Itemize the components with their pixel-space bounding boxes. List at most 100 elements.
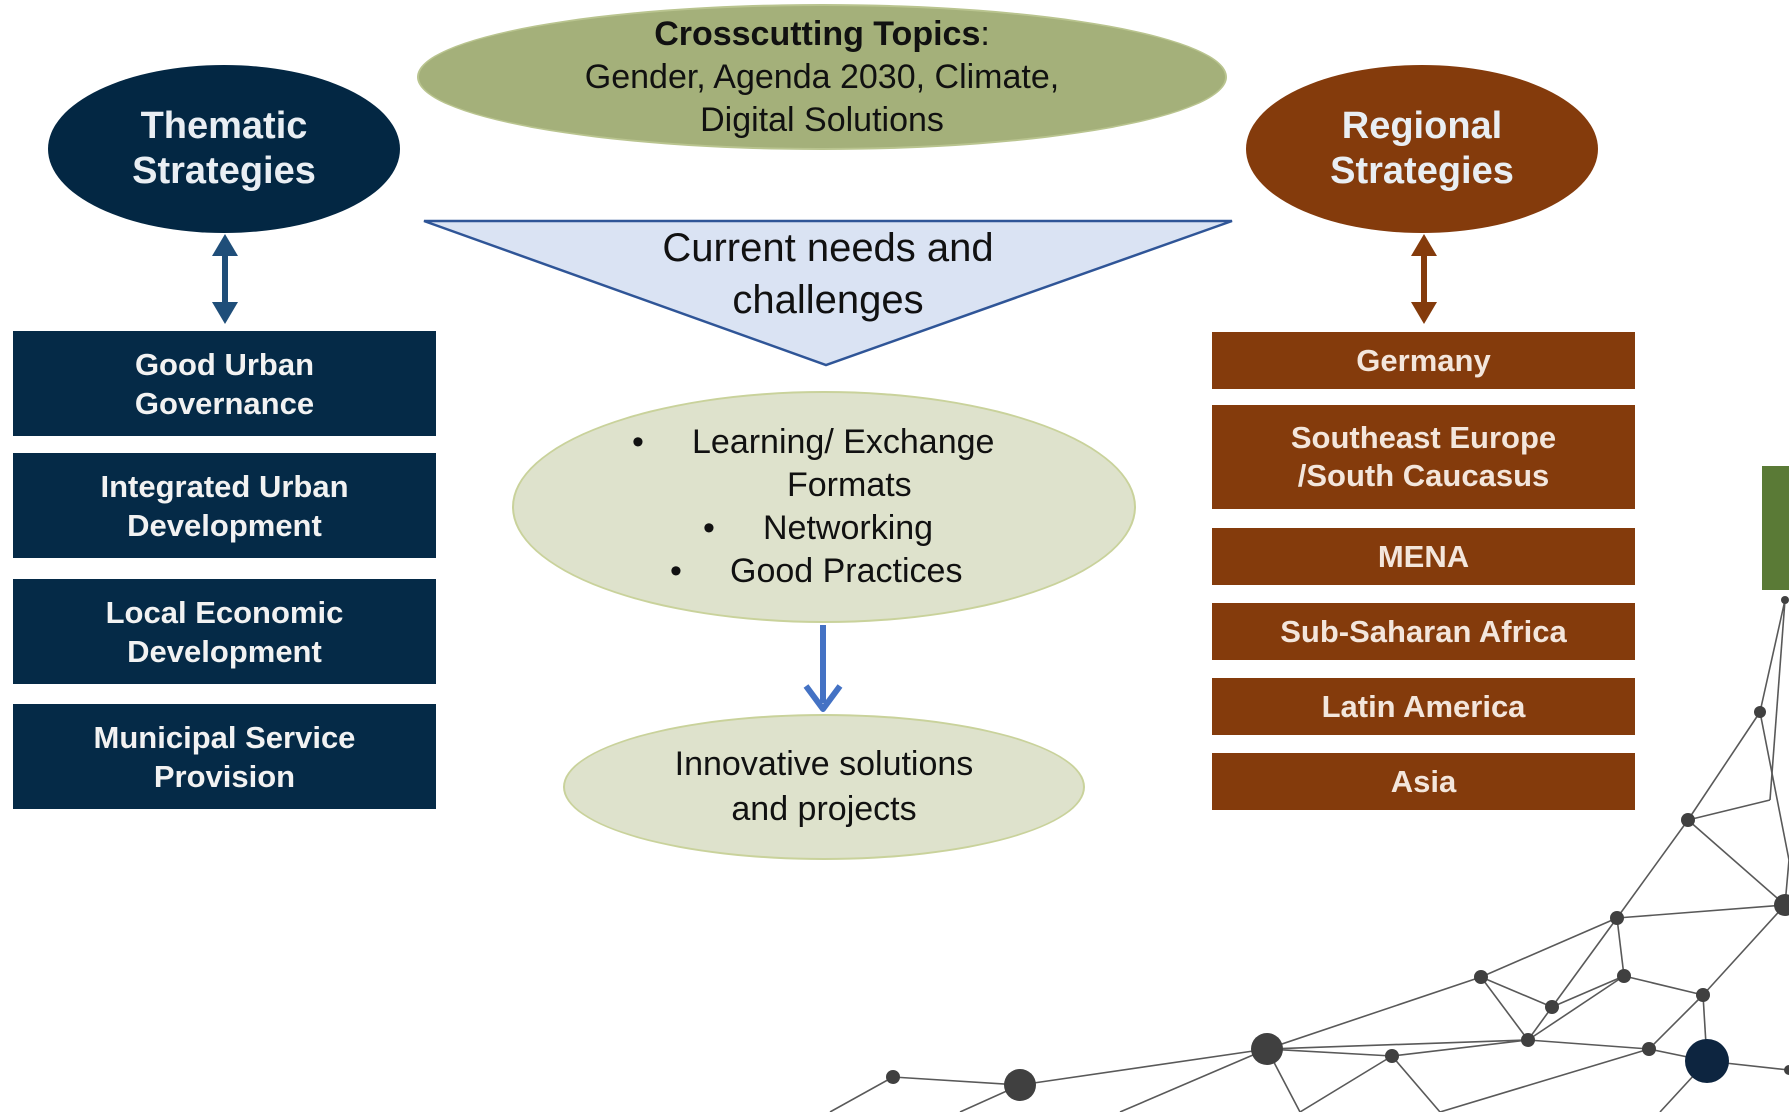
regional-box-line: /South Caucasus [1297, 458, 1550, 493]
thematic-box-municipal-service-provision: Municipal Service Provision [13, 704, 436, 809]
regional-box-mena: MENA [1212, 528, 1635, 585]
network-node [1685, 1039, 1729, 1083]
regional-box-line: Southeast Europe [1290, 420, 1557, 455]
network-edge [1551, 975, 1625, 1008]
network-edge [1119, 1048, 1268, 1112]
network-edge [1551, 917, 1618, 1008]
current-needs-triangle [423, 219, 1233, 367]
current-needs-label: Current needs and challenges [560, 222, 1096, 326]
network-edge [892, 1076, 1021, 1086]
crosscutting-topics-ellipse: Crosscutting Topics: Gender, Agenda 2030… [417, 4, 1227, 150]
thematic-oval-line2: Strategies [132, 150, 316, 192]
network-node [1642, 1042, 1656, 1056]
bullet-icon: • [703, 509, 715, 547]
learning-item3: Good Practices [730, 552, 963, 590]
innovative-solutions-ellipse: Innovative solutions and projects [563, 714, 1085, 860]
innovative-line1: Innovative solutions [674, 745, 974, 783]
network-edge [1266, 976, 1482, 1050]
regional-box-asia: Asia [1212, 753, 1635, 810]
thematic-box-good-urban-governance: Good Urban Governance [13, 331, 436, 436]
learning-exchange-ellipse [512, 391, 1136, 623]
bullet-icon: • [632, 423, 644, 461]
network-edge [1480, 917, 1618, 978]
regional-box-germany: Germany [1212, 332, 1635, 389]
learning-item1-line1: Learning/ Exchange [692, 423, 995, 461]
innovative-line2: and projects [731, 790, 917, 828]
network-edge [829, 1076, 894, 1112]
current-needs-line2: challenges [732, 278, 924, 322]
network-edge [1648, 994, 1704, 1050]
regional-box-line: Latin America [1321, 688, 1526, 724]
regional-box-sub-saharan-africa: Sub-Saharan Africa [1212, 603, 1635, 660]
network-edge [1759, 711, 1789, 861]
network-edge [1702, 904, 1786, 996]
regional-oval-line1: Regional [1341, 105, 1503, 147]
down-arrow [803, 625, 843, 712]
network-node [1610, 911, 1624, 925]
network-node [1521, 1033, 1535, 1047]
learning-item2: Networking [763, 509, 934, 547]
green-accent-bar [1762, 466, 1789, 590]
network-edge [1019, 1048, 1268, 1086]
crosscutting-colon: : [980, 14, 990, 53]
thematic-oval-line1: Thematic [140, 105, 308, 147]
regional-box-line: Asia [1390, 763, 1457, 799]
network-node [1004, 1069, 1036, 1101]
thematic-box-line: Development [127, 507, 322, 543]
regional-strategies-oval: Regional Strategies [1246, 65, 1598, 233]
regional-double-arrow [1411, 234, 1437, 324]
network-node [886, 1070, 900, 1084]
network-nodes [886, 596, 1789, 1101]
network-node [1681, 813, 1695, 827]
crosscutting-topics-line1: Gender, Agenda 2030, Climate, [584, 57, 1060, 96]
network-edge [1391, 1055, 1441, 1112]
network-edge [1623, 975, 1704, 996]
network-node [1251, 1033, 1283, 1065]
network-edge [1687, 819, 1786, 906]
crosscutting-title: Crosscutting Topics [654, 14, 981, 53]
network-edge [1299, 1055, 1393, 1112]
network-edge [1266, 1039, 1529, 1050]
network-node [1545, 1000, 1559, 1014]
regional-box-line: Germany [1356, 342, 1491, 378]
network-node [1385, 1049, 1399, 1063]
network-node [1754, 706, 1766, 718]
regional-box-southeast-europe: Southeast Europe /South Caucasus [1212, 405, 1635, 509]
current-needs-line1: Current needs and [662, 226, 994, 270]
network-edge [1616, 904, 1786, 919]
thematic-box-line: Municipal Service [93, 719, 356, 755]
network-node [1774, 894, 1789, 916]
network-edge [1527, 1039, 1650, 1050]
thematic-box-line: Good Urban [134, 346, 315, 382]
network-edge [1616, 917, 1625, 977]
learning-item1-line2: Formats [787, 466, 912, 504]
regional-box-line: Sub-Saharan Africa [1280, 613, 1567, 649]
network-node [1474, 970, 1488, 984]
network-node [1784, 1065, 1789, 1075]
crosscutting-topics-line2: Digital Solutions [700, 100, 944, 139]
regional-box-line: MENA [1377, 538, 1470, 574]
regional-box-latin-america: Latin America [1212, 678, 1635, 735]
thematic-strategies-oval: Thematic Strategies [48, 65, 400, 233]
bullet-icon: • [670, 552, 682, 590]
network-edge [1480, 976, 1553, 1008]
thematic-box-line: Governance [134, 385, 315, 421]
network-edge [1480, 976, 1529, 1041]
network-node [1696, 988, 1710, 1002]
thematic-box-local-economic-development: Local Economic Development [13, 579, 436, 684]
thematic-box-line: Local Economic [105, 594, 344, 630]
crosscutting-title-line: Crosscutting Topics: [654, 13, 990, 56]
network-edge [1616, 819, 1689, 919]
network-edge [1687, 799, 1771, 821]
regional-oval-line2: Strategies [1330, 150, 1514, 192]
thematic-box-integrated-urban-development: Integrated Urban Development [13, 453, 436, 558]
network-edge [1759, 599, 1786, 713]
thematic-double-arrow [212, 234, 238, 324]
network-node [1781, 596, 1789, 604]
network-node [1617, 969, 1631, 983]
network-edge [1266, 1048, 1393, 1057]
network-edge [1527, 975, 1625, 1041]
network-edge [1687, 711, 1761, 821]
thematic-box-line: Provision [153, 758, 296, 794]
